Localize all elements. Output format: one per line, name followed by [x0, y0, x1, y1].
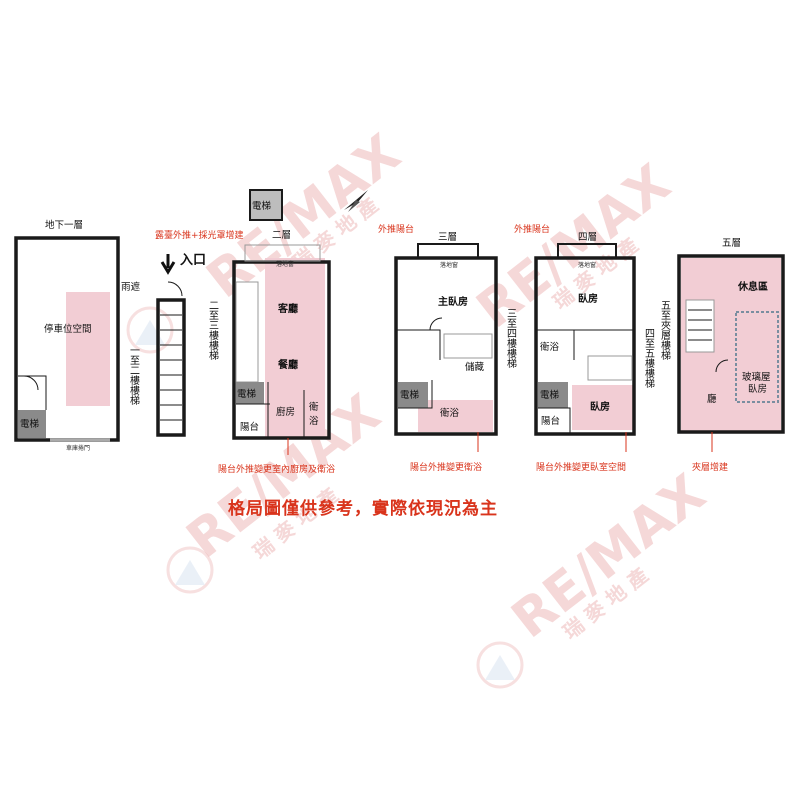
floor-f2: 電梯 露臺外推+採光罩增建 二層 入口 落地窗 客廳 餐廳 二至三樓樓梯 電梯 …: [155, 189, 335, 475]
watermark-logo-1: [166, 546, 214, 594]
f4-bedroom-bottom-label: 臥房: [590, 400, 610, 413]
f3-door-swing: [429, 317, 443, 331]
f2-outline: [232, 260, 331, 440]
f2-living-highlight: [265, 258, 325, 438]
f5-stair-label: 五至夾層樓梯: [659, 300, 671, 361]
f2-elevator-label: 電梯: [237, 388, 257, 400]
f3-elevator-label: 電梯: [400, 389, 420, 401]
f3-bay: [417, 243, 479, 259]
f3-stair-label: 三至四樓樓梯: [505, 308, 517, 369]
f3-master-label: 主臥房: [438, 295, 468, 308]
f4-bath-label: 衛浴: [540, 341, 560, 353]
disclaimer-text: 格局圖僅供參考，實際依現況為主: [228, 498, 498, 519]
f2-kitchen-label: 廚房: [276, 406, 295, 418]
f2-title: 二層: [272, 230, 291, 241]
f2-elevator: [236, 382, 264, 404]
b1-entry-door-swing: [167, 281, 183, 297]
f2-note-bottom: 陽台外推變更室內廚房及衛浴: [218, 463, 335, 475]
f5-glass-label-2: 臥房: [748, 383, 767, 395]
floor-f4: 外推陽台 四層 落地窗 臥房 衛浴 四至五樓樓梯 電梯 臥房 陽台 陽台外推變更…: [514, 223, 655, 473]
b1-elevator-wall: [18, 375, 47, 410]
f3-bath-label: 衛浴: [440, 407, 460, 419]
f4-window-label: 落地窗: [578, 261, 596, 269]
b1-parking-label: 停車位空間: [44, 323, 92, 335]
f3-note-bottom: 陽台外推變更衛浴: [410, 461, 482, 473]
b1-parking-highlight: [66, 292, 110, 406]
f3-note-top: 外推陽台: [378, 223, 414, 235]
b1-stair-outline: [156, 298, 186, 437]
f5-glass-room: [735, 311, 779, 403]
f5-stair-treads: [688, 309, 712, 341]
f4-wall-3: [538, 407, 571, 434]
f3-storage-label: 儲藏: [465, 361, 485, 373]
b1-title: 地下一層: [45, 219, 83, 231]
f5-hall-label: 廳: [707, 393, 717, 405]
f2-dining-label: 餐廳: [277, 358, 298, 371]
f2-stair-label: 二至三樓樓梯: [207, 300, 219, 361]
f4-bedroom-top-label: 臥房: [578, 292, 598, 305]
f4-bay: [557, 243, 617, 259]
b1-stair-label: 一至二樓樓梯: [128, 345, 140, 406]
b1-elevator-label: 電梯: [20, 418, 40, 430]
f2-top-elevator-label: 電梯: [252, 200, 272, 212]
f5-glass-label-1: 玻璃屋: [742, 371, 771, 383]
f4-bedroom-highlight: [572, 385, 634, 430]
f3-window-label: 落地窗: [440, 261, 458, 269]
f4-note-bottom: 陽台外推變更臥室空間: [536, 461, 626, 473]
f4-balcony-label: 陽台: [541, 415, 560, 427]
f4-stair-outline: [587, 355, 633, 381]
f2-entrance-label: 入口: [180, 253, 206, 268]
f2-bath-label-2: 浴: [309, 416, 319, 427]
f2-window-label: 落地窗: [276, 260, 294, 268]
b1-stair-treads: [160, 314, 182, 421]
f5-outline: [677, 254, 785, 434]
f3-stair-outline: [443, 333, 493, 359]
f4-stair-label: 四至五樓樓梯: [643, 328, 655, 389]
watermark-brand-4: RE/MAX: [501, 463, 717, 650]
f5-note-bottom: 夾層增建: [692, 461, 728, 473]
floor-f5: 五層 休息區 五至夾層樓梯 玻璃屋 臥房 廳 夾層增建: [659, 238, 785, 473]
f2-bath-label-1: 衛: [309, 401, 319, 413]
f4-elevator-label: 電梯: [540, 389, 560, 401]
f3-elevator: [398, 382, 428, 408]
b1-garage-label: 車庫捲門: [66, 444, 90, 452]
floor-b1: 地下一層 停車位空間 電梯 車庫捲門 雨遮 一至二樓樓梯: [14, 219, 186, 452]
f2-top-elevator: [249, 189, 283, 221]
f5-title: 五層: [722, 238, 741, 249]
watermark-brand-2: RE/MAX: [466, 153, 682, 340]
b1-door-swing: [23, 375, 39, 391]
b1-rain-shed-label: 雨遮: [121, 281, 141, 293]
compass-icon: [344, 190, 368, 212]
f4-title: 四層: [578, 232, 597, 243]
b1-elevator: [18, 410, 46, 438]
f4-elevator: [538, 382, 568, 408]
f2-balcony-label: 陽台: [240, 421, 259, 433]
f5-door-swing: [715, 359, 729, 373]
f5-stair-outline: [685, 299, 715, 353]
f3-wall-2: [398, 380, 433, 409]
f4-note-top: 外推陽台: [514, 223, 550, 235]
f3-title: 三層: [438, 232, 457, 243]
watermark-logo-2: [476, 641, 524, 689]
f2-living-label: 客廳: [277, 302, 298, 315]
f5-lounge-label: 休息區: [737, 280, 768, 293]
entrance-arrow-icon: [160, 254, 176, 275]
f2-note-top: 露臺外推+採光罩增建: [155, 229, 244, 241]
f3-wall-1: [396, 329, 441, 360]
f2-enclosed-terrace: [244, 244, 321, 262]
f3-bath-highlight: [418, 400, 493, 432]
floor-f3: 外推陽台 三層 落地窗 主臥房 三至四樓樓梯 儲藏 電梯 衛浴 陽台外推變更衛浴: [378, 223, 517, 473]
